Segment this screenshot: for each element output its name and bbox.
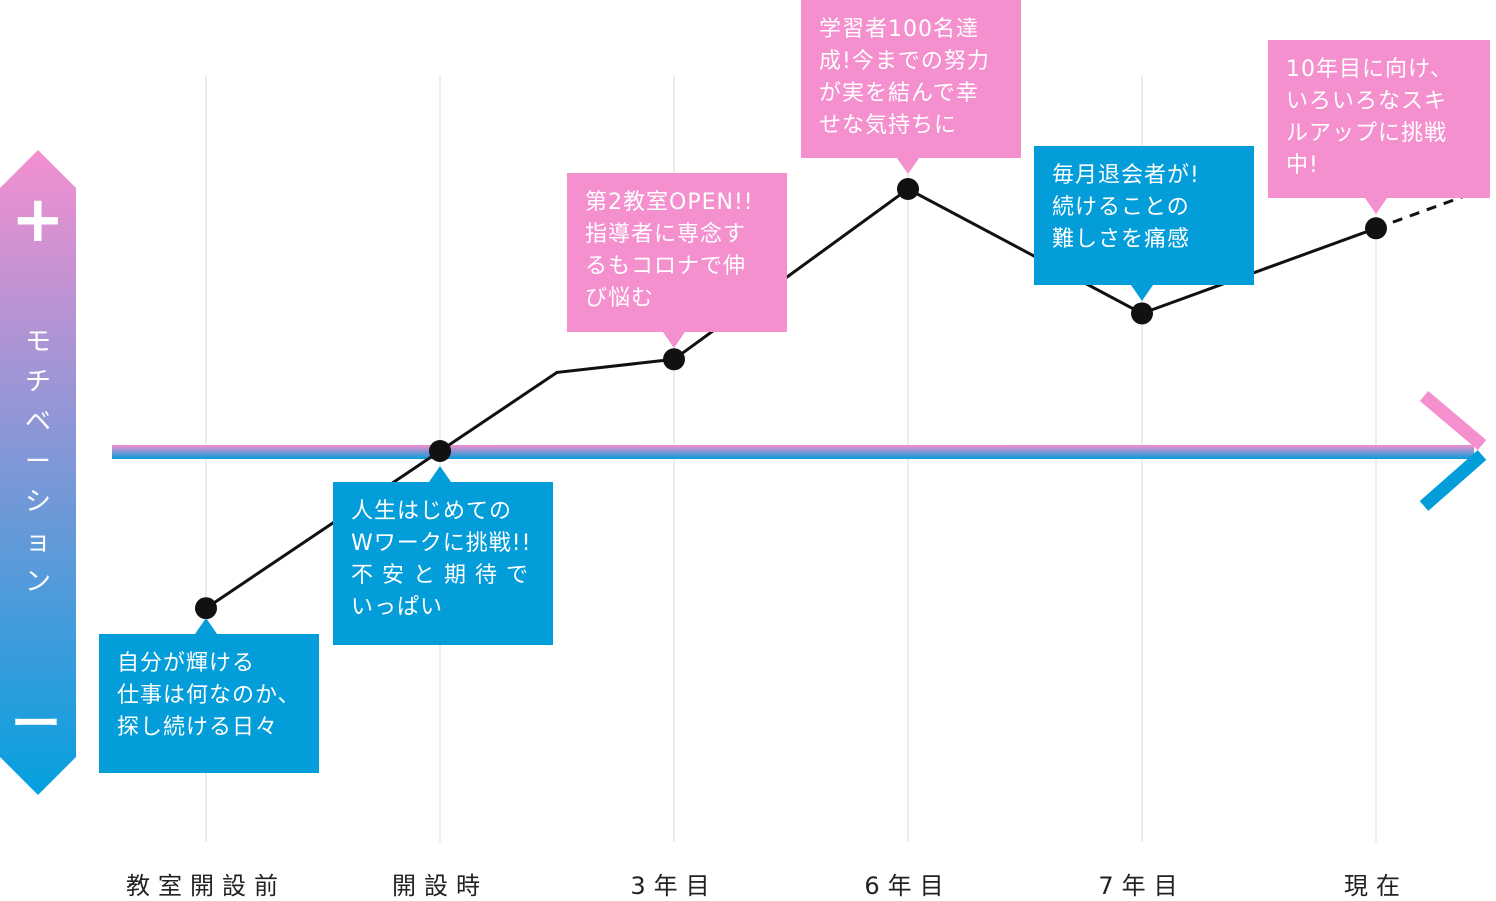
- x-tick-label: 3年目: [630, 872, 718, 900]
- callout-pointer: [897, 158, 919, 174]
- annotation-text: 探し続ける日々: [117, 715, 279, 740]
- y-axis-label: モチベーション: [24, 327, 51, 597]
- annotation-text: 自分が輝ける: [117, 651, 256, 676]
- annotation-text: 中!: [1286, 153, 1319, 178]
- callout-pointer: [1131, 285, 1153, 301]
- annotation-text: 続けることの: [1052, 195, 1190, 220]
- x-tick-label: 現在: [1344, 872, 1408, 900]
- data-point-4: [897, 178, 919, 200]
- data-point-3: [663, 348, 685, 371]
- annotation-text: 仕事は何なのか、: [117, 683, 301, 708]
- annotation-text: いろいろなスキ: [1286, 89, 1448, 114]
- callout-pointer: [429, 466, 451, 482]
- plus-sign: +: [11, 183, 65, 257]
- annotation-text: 指導者に専念す: [585, 222, 747, 247]
- annotation-text: 難しさを痛感: [1052, 227, 1191, 252]
- annotation-text: 不 安 と 期 待 で: [351, 563, 529, 588]
- annotation-text: るもコロナで伸: [585, 254, 747, 279]
- minus-sign: ー: [11, 695, 61, 753]
- annotation-text: 毎月退会者が!: [1052, 163, 1200, 188]
- annotation-callout: 10年目に向け、いろいろなスキルアップに挑戦中!: [1268, 40, 1490, 214]
- callout-pointer: [195, 618, 217, 634]
- time-axis-arrowhead-pink: [1419, 391, 1487, 450]
- annotation-text: 10年目に向け、: [1286, 57, 1453, 82]
- callout-pointer: [1365, 198, 1387, 214]
- x-tick-label: 教室開設前: [126, 872, 286, 900]
- annotation-callout: 第2教室OPEN!! 指導者に専念するもコロナで伸び悩む: [567, 173, 787, 348]
- motivation-scale-bar: [0, 150, 76, 795]
- annotation-callout: 学習者100名達成!今までの努力が実を結んで幸せな気持ちに: [801, 0, 1021, 174]
- annotation-text: 成!今までの努力: [819, 49, 990, 74]
- x-tick-label: 6年目: [864, 872, 952, 900]
- annotation-text: 学習者100名達: [819, 17, 979, 42]
- annotation-text: Wワークに挑戦!!: [351, 531, 532, 556]
- annotation-text: 第2教室OPEN!!: [585, 190, 754, 215]
- time-axis-line: [112, 445, 1474, 459]
- annotation-callout: 自分が輝ける仕事は何なのか、探し続ける日々: [99, 618, 319, 773]
- annotation-text: いっぱい: [351, 595, 444, 620]
- x-tick-label: 開設時: [392, 872, 488, 900]
- data-point-5: [1131, 302, 1153, 325]
- annotation-callout: 毎月退会者が! 続けることの難しさを痛感: [1034, 146, 1254, 301]
- annotation-text: せな気持ちに: [819, 113, 958, 138]
- callout-pointer: [663, 332, 685, 348]
- time-axis-arrowhead-blue: [1419, 450, 1487, 511]
- annotation-callout: 人生はじめての Wワークに挑戦!! 不 安 と 期 待 でいっぱい: [333, 466, 553, 645]
- annotation-text: が実を結んで幸: [819, 81, 979, 106]
- data-point-6: [1365, 217, 1387, 240]
- annotation-text: 人生はじめての: [351, 499, 513, 524]
- data-point-1: [195, 597, 217, 620]
- x-tick-label: 7年目: [1098, 872, 1186, 900]
- annotation-text: び悩む: [585, 286, 655, 311]
- annotation-text: ルアップに挑戦: [1286, 121, 1448, 146]
- data-point-2: [429, 440, 451, 462]
